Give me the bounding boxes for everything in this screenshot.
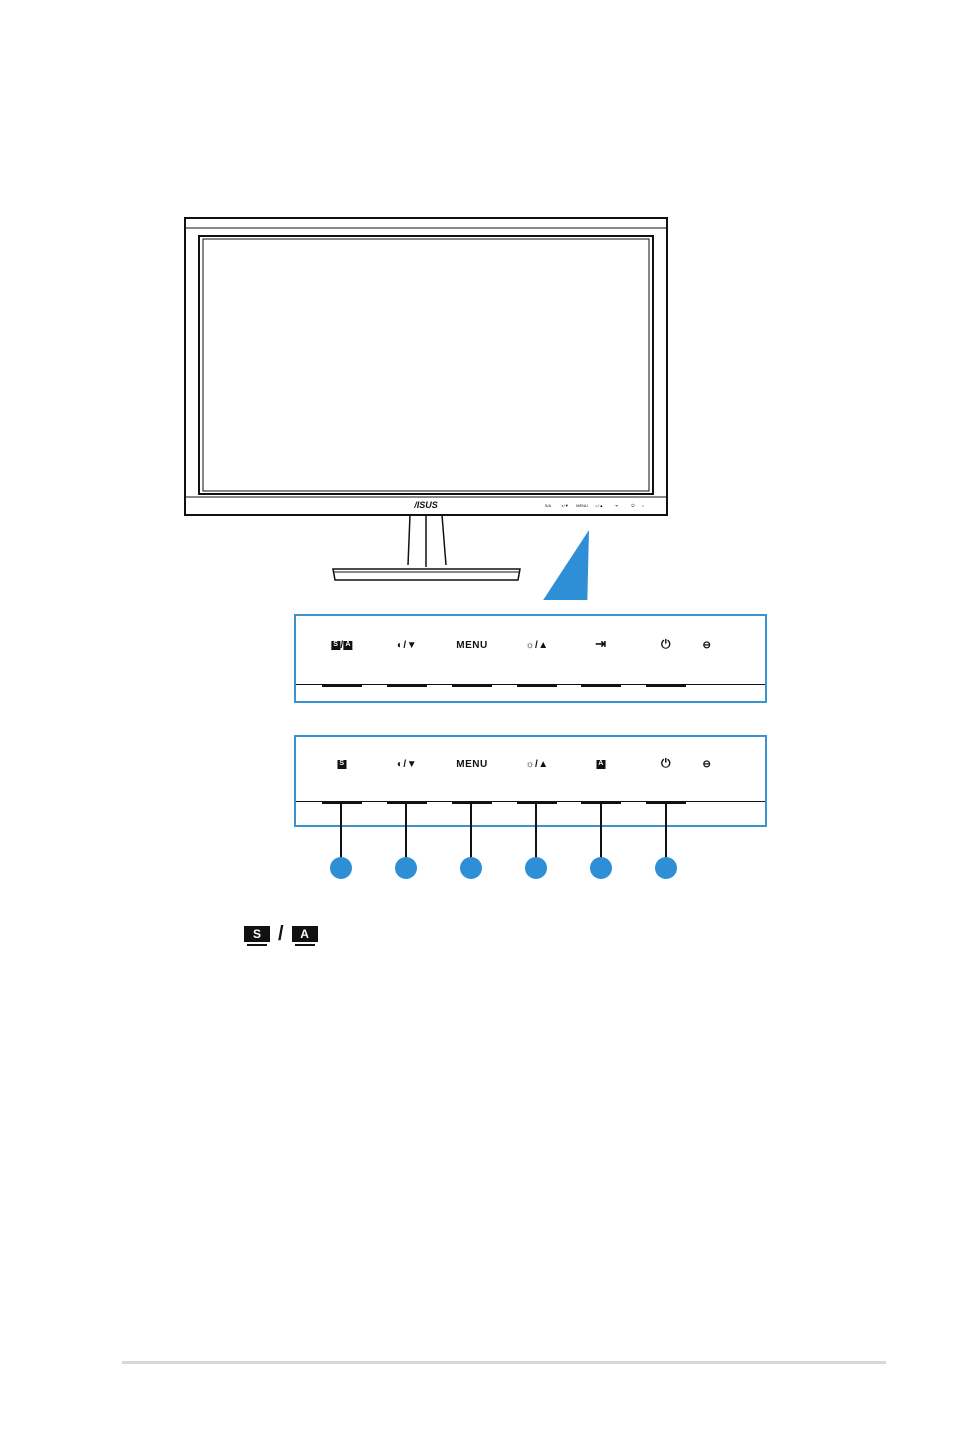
splendid-s-icon: S (331, 641, 340, 650)
callout-line-3 (470, 802, 472, 858)
brightness-up-label: ☼/▲ (525, 759, 548, 771)
monitor-illustration: /ISUS S/A ◐/▼ MENU ☼/▲ ⇥ ⏻ • (0, 0, 954, 600)
menu-button[interactable] (452, 802, 492, 804)
callout-marker-6 (655, 857, 677, 879)
callout-marker-5 (590, 857, 612, 879)
input-select-icon: ⇥ (595, 638, 606, 650)
zoom-callout-wedge (534, 530, 589, 600)
sa-button-label: S/A (331, 640, 352, 652)
contrast-down-button[interactable] (387, 802, 427, 804)
power-button[interactable] (646, 685, 686, 687)
monitor-stand-neck (408, 515, 446, 567)
brightness-up-button[interactable] (517, 685, 557, 687)
callout-marker-3 (460, 857, 482, 879)
auto-adjust-a-icon: A (344, 641, 353, 650)
power-led-icon: ⊖ (703, 759, 712, 771)
sa-button[interactable] (322, 685, 362, 687)
auto-adjust-key-icon: A (292, 926, 318, 942)
footer-rule (122, 1361, 886, 1364)
button-panel-bottom: S ◐/▼ MENU ☼/▲ A ⏻ ⊖ (294, 735, 767, 827)
callout-line-2 (405, 802, 407, 858)
brightness-up-button[interactable] (517, 802, 557, 804)
monitor-stand-base (333, 569, 520, 580)
power-icon: ⏻ (661, 638, 671, 650)
menu-label: MENU (456, 640, 487, 652)
callout-marker-2 (395, 857, 417, 879)
bezel-button-2: ◐/▼ (561, 503, 569, 508)
contrast-down-button[interactable] (387, 685, 427, 687)
callout-line-4 (535, 802, 537, 858)
auto-adjust-a-icon: A (597, 760, 606, 769)
bezel-button-1: S/A (545, 503, 552, 508)
input-select-button[interactable] (581, 685, 621, 687)
power-led-icon: ⊖ (703, 640, 712, 652)
legend-sa-keys: S / A (244, 924, 318, 944)
splendid-s-icon: S (338, 760, 347, 769)
brightness-up-label: ☼/▲ (525, 640, 548, 652)
power-icon: ⏻ (661, 757, 671, 769)
bezel-button-4: ☼/▲ (595, 503, 604, 508)
callout-line-6 (665, 802, 667, 858)
contrast-down-label: ◐/▼ (397, 759, 417, 771)
callout-line-5 (600, 802, 602, 858)
splendid-key-icon: S (244, 926, 270, 942)
monitor-brand-logo: /ISUS (413, 500, 438, 510)
callout-marker-4 (525, 857, 547, 879)
menu-label: MENU (456, 759, 487, 771)
menu-button[interactable] (452, 685, 492, 687)
callout-marker-1 (330, 857, 352, 879)
splendid-button[interactable] (322, 802, 362, 804)
monitor-screen (199, 236, 653, 494)
auto-adjust-a-label: A (597, 759, 606, 771)
button-panel-top: S/A ◐/▼ MENU ☼/▲ ⇥ ⏻ ⊖ (294, 614, 767, 703)
splendid-s-label: S (338, 759, 347, 771)
legend-slash: / (278, 924, 284, 944)
contrast-down-label: ◐/▼ (397, 640, 417, 652)
bezel-button-3: MENU (576, 503, 588, 508)
callout-line-1 (340, 802, 342, 858)
